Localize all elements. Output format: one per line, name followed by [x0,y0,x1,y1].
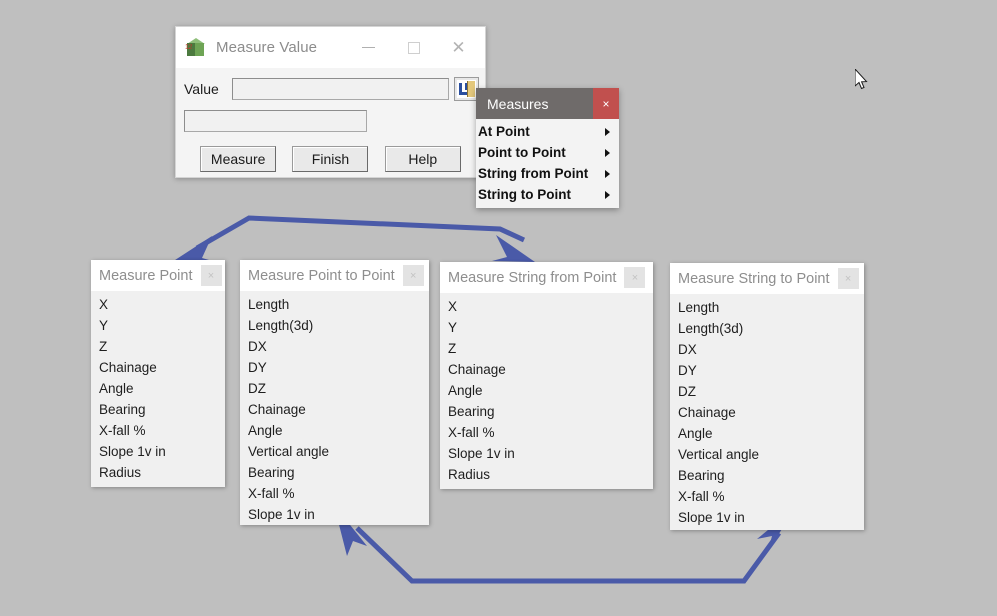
value-input[interactable] [232,78,449,100]
menu-item-point-to-point[interactable]: Point to Point [476,142,619,163]
list-item[interactable]: Length(3d) [248,318,314,333]
dialog-title: Measure Value [216,39,318,56]
dialog-body: Value Measure Finish Help [176,68,485,178]
list-item[interactable]: Length [678,300,720,315]
list-item[interactable]: Radius [99,465,142,480]
measure-button[interactable]: Measure [200,146,277,172]
list-item[interactable]: DY [678,363,697,378]
list-item[interactable]: Length [248,297,290,312]
mouse-pointer-icon [855,69,868,90]
cube-icon-label: 12 [185,43,192,51]
list-item[interactable]: DZ [248,381,266,396]
panel-title: Measure Point [99,267,193,284]
close-icon[interactable]: × [624,267,646,288]
measures-menu-title: Measures [487,95,549,112]
menu-item-label: Point to Point [478,145,566,160]
list-item[interactable]: Vertical angle [678,447,760,462]
panel-title: Measure String to Point [678,270,830,287]
chevron-right-icon [605,190,610,199]
help-button[interactable]: Help [384,146,461,172]
panel-title: Measure String from Point [448,269,617,286]
menu-item-label: String from Point [478,166,589,181]
value-row: Value [176,68,485,101]
list-item[interactable]: Z [448,341,457,356]
close-icon[interactable]: ✕ [451,37,466,58]
list-item[interactable]: DX [248,339,267,354]
menu-item-string-to-point[interactable]: String to Point [476,184,619,205]
list-item[interactable]: DY [248,360,267,375]
close-icon[interactable]: × [402,265,424,286]
list-item[interactable]: Bearing [678,468,725,483]
list-item[interactable]: Angle [99,381,134,396]
list-item[interactable]: Radius [448,467,491,482]
chevron-right-icon [605,127,610,136]
menu-item-label: At Point [478,124,530,139]
list-item[interactable]: Y [448,320,458,335]
dialog-button-row: Measure Finish Help [176,146,485,172]
list-item[interactable]: Bearing [448,404,495,419]
list-item[interactable]: DZ [678,384,696,399]
measures-menu[interactable]: Measures × At Point Point to Point Strin… [476,88,619,208]
list-item[interactable]: Bearing [248,465,295,480]
list-item[interactable]: Chainage [678,405,736,420]
window-controls[interactable]: ✕ [346,27,485,68]
panel-title: Measure Point to Point [248,267,395,284]
list-item[interactable]: X-fall % [678,489,725,504]
list-item[interactable]: Vertical angle [248,444,330,459]
menu-item-label: String to Point [478,187,571,202]
measure-value-dialog[interactable]: 12 Measure Value ✕ Value [175,26,486,178]
panel-titlebar[interactable]: Measure String from Point × [440,262,653,293]
measure-ruler-icon[interactable] [454,77,479,101]
list-item[interactable]: Angle [248,423,283,438]
chevron-right-icon [605,148,610,157]
close-icon[interactable]: × [200,265,222,286]
list-item[interactable]: X-fall % [248,486,295,501]
list-item[interactable]: Chainage [448,362,506,377]
list-item[interactable]: Length(3d) [678,321,744,336]
panel-titlebar[interactable]: Measure Point × [91,260,225,291]
list-item[interactable]: Y [99,318,109,333]
list-item[interactable]: Slope 1v in [448,446,515,461]
close-icon[interactable]: × [593,88,619,119]
list-item[interactable]: X [99,297,109,312]
minimize-button[interactable] [346,27,391,68]
green-cube-icon: 12 [185,37,207,59]
list-item[interactable]: Bearing [99,402,146,417]
top-annotation-arrow [172,215,535,262]
list-item[interactable]: X [448,299,458,314]
list-item[interactable]: X-fall % [99,423,146,438]
list-item[interactable]: Slope 1v in [248,507,315,522]
dialog-titlebar[interactable]: 12 Measure Value ✕ [176,27,485,68]
chevron-right-icon [605,169,610,178]
menu-item-at-point[interactable]: At Point [476,121,619,142]
list-item[interactable]: Slope 1v in [99,444,166,459]
menu-item-string-from-point[interactable]: String from Point [476,163,619,184]
value-label: Value [184,81,219,97]
panel-titlebar[interactable]: Measure Point to Point × [240,260,429,291]
result-input[interactable] [184,110,367,132]
list-item[interactable]: Angle [448,383,483,398]
finish-button[interactable]: Finish [292,146,369,172]
list-item[interactable]: Chainage [99,360,157,375]
panel-titlebar[interactable]: Measure String to Point × [670,263,864,294]
list-item[interactable]: Slope 1v in [678,510,745,525]
list-item[interactable]: Angle [678,426,713,441]
list-item[interactable]: DX [678,342,697,357]
measures-menu-items: At Point Point to Point String from Poin… [476,119,619,208]
measures-menu-header: Measures × [476,88,619,119]
list-item[interactable]: Chainage [248,402,306,417]
close-icon[interactable]: × [837,268,859,289]
list-item[interactable]: X-fall % [448,425,495,440]
maximize-button[interactable] [391,27,436,68]
list-item[interactable]: Z [99,339,108,354]
